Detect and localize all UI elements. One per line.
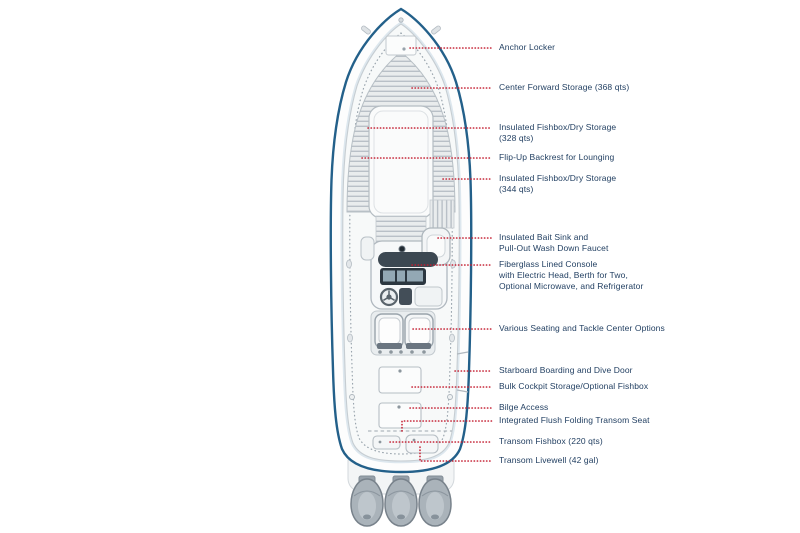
outboard-motor <box>384 478 418 527</box>
bilge-access-hatch <box>378 402 422 429</box>
outboard-motor <box>350 478 384 527</box>
callout-center-forward-storage: Center Forward Storage (368 qts) <box>499 82 630 92</box>
gunwale-details <box>346 259 469 400</box>
helm-storage-panel <box>414 286 443 307</box>
callout-dive-door: Starboard Boarding and Dive Door <box>499 365 633 375</box>
throttle <box>399 288 412 305</box>
callout-fishbox-344: Insulated Fishbox/Dry Storage (344 qts) <box>499 173 617 194</box>
transom-livewell-hatch <box>405 434 439 454</box>
callout-anchor-locker: Anchor Locker <box>499 42 556 52</box>
callout-console: Fiberglass Lined Console with Electric H… <box>499 259 644 291</box>
leader-transom-livewell <box>419 446 493 462</box>
outboard-motors <box>350 478 452 527</box>
side-pocket <box>360 236 375 261</box>
anchor-locker-hatch <box>385 35 417 56</box>
forward-storage-box <box>368 105 434 219</box>
compass <box>398 245 406 253</box>
mfd-screen <box>397 270 405 282</box>
callout-transom-fishbox: Transom Fishbox (220 qts) <box>499 436 603 446</box>
bow-hardware <box>361 17 441 35</box>
callout-transom-livewell: Transom Livewell (42 gal) <box>499 455 599 465</box>
callout-bulk-cockpit-storage: Bulk Cockpit Storage/Optional Fishbox <box>499 381 649 391</box>
steering-wheel <box>379 287 399 307</box>
console-brow <box>378 252 438 267</box>
callout-flip-up-backrest: Flip-Up Backrest for Lounging <box>499 152 615 162</box>
starboard-dive-door <box>456 351 469 393</box>
helm-seats <box>370 310 436 356</box>
mfd-screen <box>407 270 423 282</box>
leader-lines <box>361 47 493 462</box>
callout-seating-options: Various Seating and Tackle Center Option… <box>499 323 665 333</box>
callout-transom-seat: Integrated Flush Folding Transom Seat <box>499 415 650 425</box>
bow-light <box>398 17 404 23</box>
transom <box>368 430 452 454</box>
helm-console <box>360 227 451 310</box>
leader-transom-seat <box>401 420 493 432</box>
callout-bait-sink: Insulated Bait Sink and Pull-Out Wash Do… <box>499 232 609 253</box>
outboard-motor <box>418 478 452 527</box>
callout-fishbox-328: Insulated Fishbox/Dry Storage (328 qts) <box>499 122 617 143</box>
port-cleat <box>361 25 371 35</box>
mfd-screen <box>383 270 395 282</box>
callout-bilge-access: Bilge Access <box>499 402 549 412</box>
starboard-cleat <box>431 25 441 35</box>
bulk-storage-hatch <box>378 366 422 394</box>
